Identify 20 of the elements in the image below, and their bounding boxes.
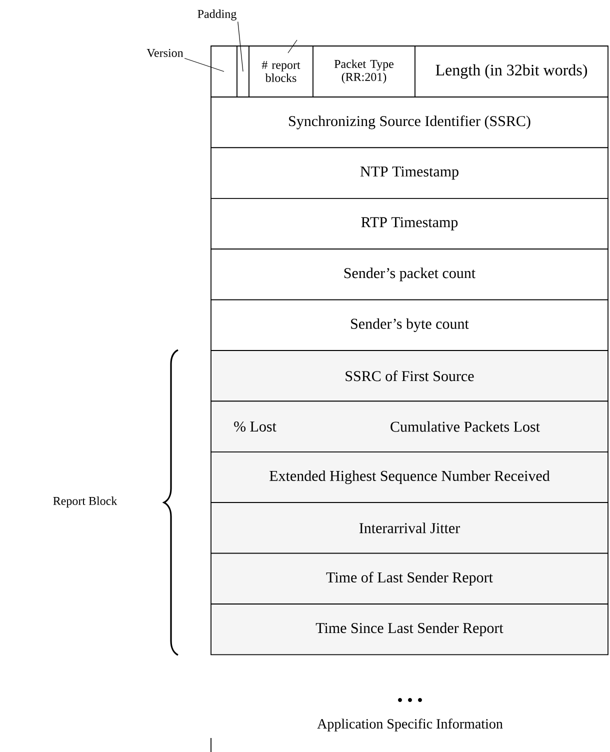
packet-field: NTP Timestamp <box>210 147 608 199</box>
packet-field: SSRC of First Source <box>210 350 608 402</box>
packet-field: RTP Timestamp <box>210 198 608 250</box>
packet-field: Time of Last Sender Report <box>210 552 608 604</box>
field-label: Version <box>146 48 184 58</box>
leader-line <box>184 58 224 72</box>
packet-field: % Lost Cumulative Packets Lost <box>210 400 608 452</box>
field-label: Padding <box>198 10 236 20</box>
packet-field: Sender’s byte count <box>210 299 608 351</box>
leader-line <box>288 40 298 54</box>
packet-field: Sender’s packet count <box>210 248 608 300</box>
leader-line <box>238 21 244 72</box>
empty-field <box>236 46 250 98</box>
packet-field: Packet Type (RR:201) <box>312 46 416 98</box>
text-label: Report Block <box>53 496 118 508</box>
packet-field: Interarrival Jitter <box>210 502 608 554</box>
packet-field: Time Since Last Sender Report <box>210 604 608 656</box>
packet-field: Extended Highest Sequence Number Received <box>210 451 608 504</box>
packet-field: Length (in 32bit words) <box>414 46 608 98</box>
text-label: Application Specific Information <box>317 718 503 732</box>
